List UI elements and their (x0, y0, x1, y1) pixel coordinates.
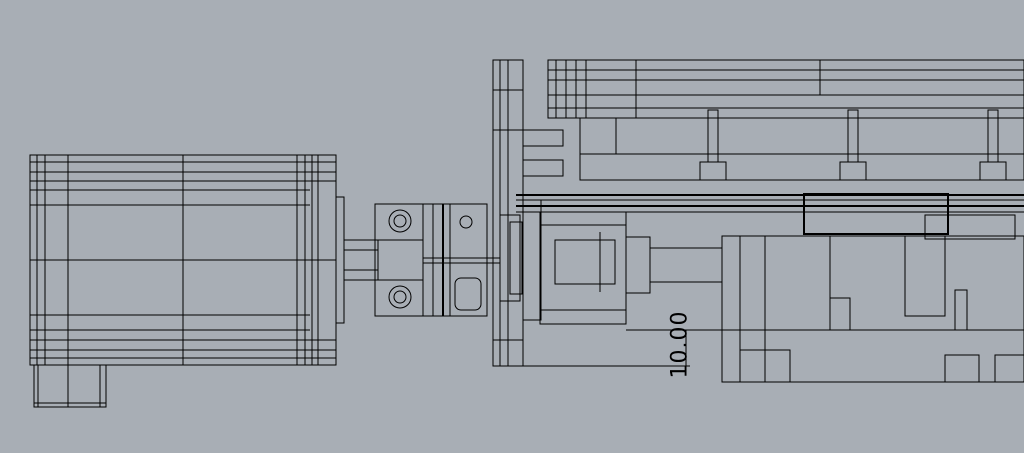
dimension-label: 10.00 (648, 310, 708, 379)
dimension-line[interactable] (523, 329, 722, 367)
dimension-value: 10.00 (667, 310, 693, 379)
carriage-icon[interactable] (721, 193, 1024, 383)
linear-rail-icon[interactable] (516, 59, 1024, 213)
shaft-coupling-icon[interactable] (374, 203, 500, 317)
stepper-motor-icon[interactable] (29, 154, 379, 408)
